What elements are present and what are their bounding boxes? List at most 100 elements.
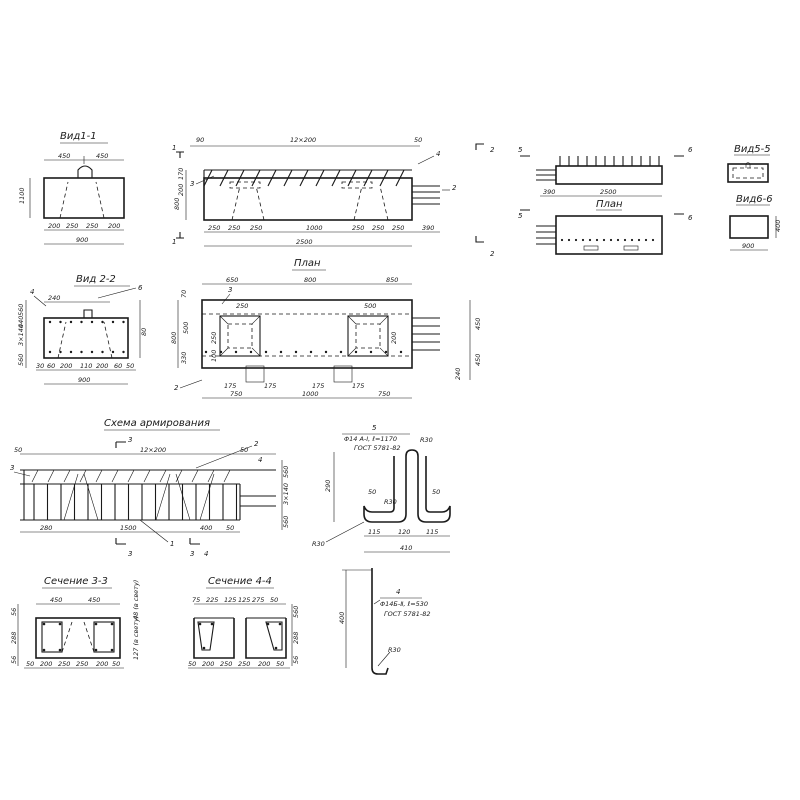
rebar-dot [637, 238, 641, 242]
rebar-dot [339, 350, 343, 354]
svg-text:250: 250 [76, 660, 88, 668]
svg-text:2: 2 [174, 384, 179, 392]
svg-text:200: 200 [40, 660, 52, 668]
rebar-dot [58, 622, 62, 626]
svg-text:4: 4 [204, 550, 208, 558]
rebar-dot [204, 350, 208, 354]
rebar-dot [90, 320, 94, 324]
svg-text:450: 450 [88, 596, 100, 604]
svg-text:560: 560 [17, 304, 25, 316]
rebar-dot [59, 320, 62, 324]
svg-text:225: 225 [206, 596, 218, 604]
svg-text:6: 6 [138, 284, 143, 292]
svg-text:56: 56 [10, 608, 18, 616]
view-1-1-title: Вид1-1 [60, 131, 97, 142]
svg-text:3: 3 [128, 436, 132, 444]
anchor-stud [315, 169, 325, 187]
svg-text:5: 5 [518, 146, 523, 154]
svg-text:56: 56 [10, 656, 18, 664]
svg-text:1100: 1100 [18, 187, 26, 204]
svg-text:900: 900 [742, 242, 754, 250]
svg-text:4: 4 [30, 288, 34, 296]
rebar-dot [69, 320, 73, 324]
svg-text:3: 3 [190, 550, 194, 558]
svg-text:170: 170 [177, 168, 185, 180]
svg-text:50: 50 [14, 446, 22, 454]
svg-text:Сечение 4-4: Сечение 4-4 [208, 576, 272, 587]
svg-text:250: 250 [86, 222, 98, 230]
svg-text:1500: 1500 [120, 524, 137, 532]
svg-text:250: 250 [220, 660, 232, 668]
svg-text:400: 400 [200, 524, 212, 532]
svg-text:3×140: 3×140 [17, 324, 25, 346]
rebar-dot [94, 622, 98, 626]
svg-text:1: 1 [172, 144, 176, 152]
svg-text:3×140: 3×140 [282, 483, 290, 505]
svg-text:30: 30 [36, 362, 44, 370]
rebar-dot [581, 238, 585, 242]
rebar-dot [42, 622, 46, 626]
rebar-dot [574, 238, 578, 242]
rebar-dot [588, 238, 592, 242]
svg-text:390: 390 [422, 224, 434, 232]
svg-text:50: 50 [270, 596, 278, 604]
svg-text:175: 175 [312, 382, 324, 390]
rebar-dot [567, 238, 571, 242]
svg-text:4: 4 [258, 456, 262, 464]
svg-text:200: 200 [177, 184, 185, 196]
anchor-stud [203, 169, 213, 187]
rebar-dot [80, 350, 83, 354]
svg-text:R30: R30 [384, 498, 397, 506]
main-elevation: 90 12×200 50 170 200 800 250 250 250 100… [172, 136, 457, 247]
svg-text:План: План [294, 258, 321, 269]
svg-text:330: 330 [180, 352, 188, 364]
anchor-stud [219, 169, 229, 187]
rebar-dot [384, 350, 388, 354]
anchor-stud [175, 469, 183, 483]
svg-text:Вид 2-2: Вид 2-2 [76, 274, 116, 285]
svg-text:1: 1 [170, 540, 174, 548]
svg-text:240: 240 [454, 368, 462, 380]
rebar-dot [101, 320, 104, 324]
rebar-dot [69, 350, 73, 354]
svg-text:800: 800 [170, 332, 178, 344]
rebar-dot [48, 320, 52, 324]
svg-text:410: 410 [400, 544, 412, 552]
anchor-stud [267, 169, 277, 187]
svg-text:Сечение 3-3: Сечение 3-3 [44, 576, 108, 587]
rebar-dot [59, 350, 62, 354]
svg-text:560: 560 [282, 466, 290, 478]
svg-text:50: 50 [188, 660, 196, 668]
svg-text:2500: 2500 [600, 188, 617, 196]
anchor-stud [235, 169, 245, 187]
svg-text:175: 175 [264, 382, 276, 390]
svg-text:100: 100 [210, 350, 218, 362]
svg-text:450: 450 [474, 318, 482, 330]
rebar-dot [309, 350, 313, 354]
svg-text:50: 50 [126, 362, 134, 370]
svg-text:1000: 1000 [302, 390, 319, 398]
anchor-stud [251, 169, 261, 187]
svg-text:125: 125 [224, 596, 236, 604]
svg-text:200: 200 [96, 660, 108, 668]
svg-text:500: 500 [182, 322, 190, 334]
rebar-dot [324, 350, 328, 354]
bar-4-detail: 400 4 Φ14Б-Ⅱ, ℓ=530 ГОСТ 5781-82 R30 [338, 568, 430, 675]
view-5-5-elevation: 2 2 5 5 6 6 390 2500 План [475, 143, 693, 258]
anchor-stud [63, 469, 71, 483]
svg-text:План: План [596, 199, 623, 210]
svg-text:50: 50 [414, 136, 422, 144]
svg-text:Φ14Б-Ⅱ, ℓ=530: Φ14Б-Ⅱ, ℓ=530 [380, 600, 428, 608]
bar-5-detail: 5 Φ14 А-Ⅰ, ℓ=1170 ГОСТ 5781-82 R30 290 5… [312, 424, 451, 553]
svg-text:5: 5 [372, 424, 377, 432]
rebar-dot [101, 350, 104, 354]
svg-text:127 (в свету): 127 (в свету) [132, 616, 140, 660]
rebar-dot [279, 350, 283, 354]
rebar-dot [623, 238, 627, 242]
rebar-dot [110, 622, 114, 626]
svg-text:450: 450 [96, 152, 108, 160]
svg-text:75: 75 [192, 596, 200, 604]
anchor-stud [111, 469, 119, 483]
svg-text:50: 50 [112, 660, 120, 668]
